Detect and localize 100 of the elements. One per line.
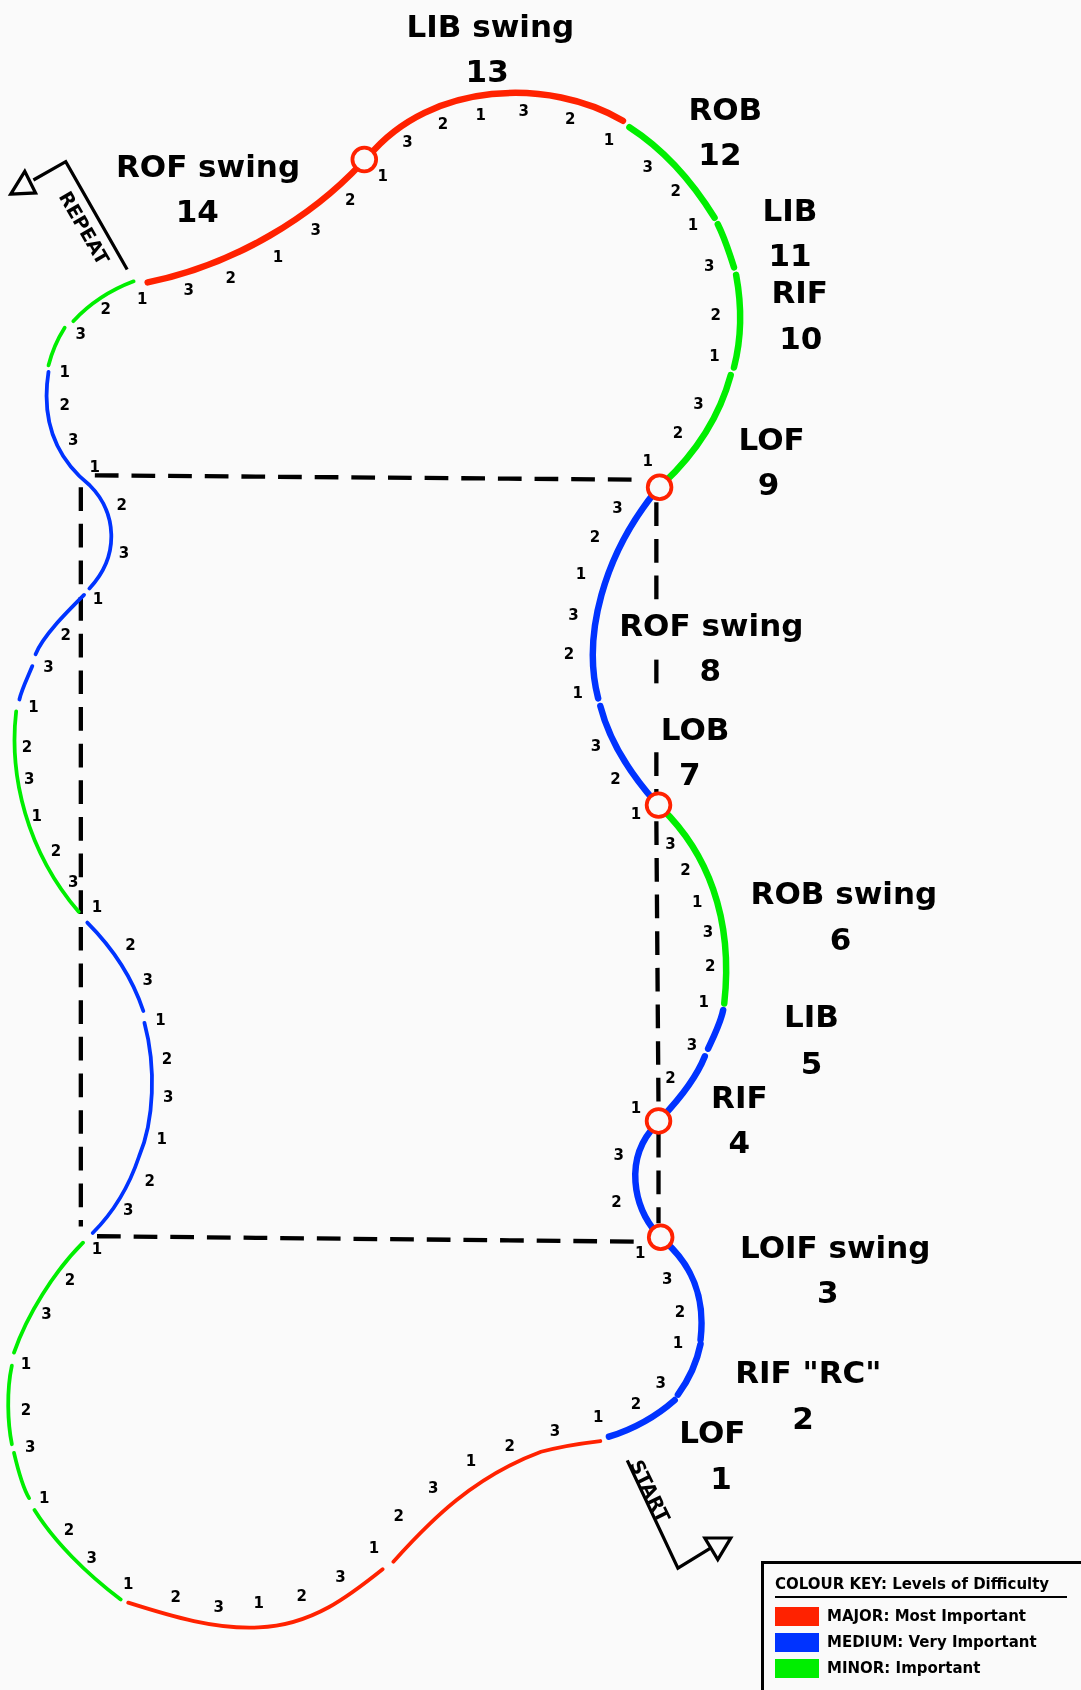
step-count: 1 [465,1453,477,1469]
step-count: 3 [661,1271,673,1287]
step-number: 8 [699,654,721,686]
step-count: 2 [563,646,575,662]
step-count: 2 [64,1272,76,1288]
step-label: LIB [762,194,818,226]
step-number: 2 [792,1402,814,1434]
step-label: ROB [688,93,763,125]
step-count: 2 [611,1194,622,1210]
step-count: 3 [24,1439,36,1455]
step-count: 3 [310,222,321,238]
step-number: 14 [175,195,219,227]
step-count: 1 [672,1335,684,1351]
step-count: 2 [296,1588,307,1604]
step-count: 1 [20,1356,32,1372]
step-count: 3 [118,545,130,561]
step-label: ROB swing [750,877,938,909]
step-number: 10 [779,322,823,354]
step-count: 2 [710,307,721,323]
step-label: LIB swing [406,10,575,42]
step-count: 3 [702,924,714,940]
step-count: 2 [672,425,684,441]
step-count: 3 [68,874,79,890]
step-count: 1 [137,291,148,307]
step-count: 2 [589,529,601,545]
step-count: 2 [125,937,136,953]
step-number: 13 [465,55,509,87]
step-count: 1 [630,806,642,822]
step-count: 1 [642,453,653,469]
step-count: 1 [123,1576,134,1592]
step-count: 3 [642,159,653,175]
step-count: 3 [41,1306,52,1322]
step-count: 3 [568,607,579,623]
step-count: 2 [161,1051,173,1067]
step-count: 2 [670,183,681,199]
step-count: 1 [89,459,101,475]
step-count: 1 [377,168,388,184]
legend-text: MINOR: Important [827,1660,981,1676]
step-count: 1 [698,994,709,1010]
step-count: 2 [21,739,33,755]
step-count: 1 [92,591,104,607]
step-count: 3 [402,134,413,150]
step-count: 3 [518,103,529,119]
legend-text: MAJOR: Most Important [827,1608,1026,1624]
step-count: 2 [564,111,576,127]
step-count: 1 [59,364,70,380]
step-count: 2 [170,1589,181,1605]
step-label: LIB [784,1000,839,1032]
step-count: 1 [592,1409,604,1425]
legend-title: COLOUR KEY: Levels of Difficulty [775,1575,1067,1598]
step-label: ROF swing [619,609,804,641]
step-count: 1 [603,132,615,148]
step-count: 3 [549,1423,561,1439]
step-count: 2 [680,862,691,878]
step-count: 2 [59,397,70,413]
step-count: 2 [630,1396,642,1412]
step-label: LOF [679,1416,746,1448]
step-number: 3 [816,1276,839,1308]
step-count: 1 [572,685,583,701]
step-count: 1 [687,217,699,233]
step-count: 2 [665,1070,676,1086]
step-count: 3 [142,972,153,988]
step-count: 2 [393,1508,404,1524]
step-count: 2 [100,301,111,317]
step-count: 2 [144,1173,155,1189]
step-count: 1 [155,1012,166,1028]
step-count: 3 [655,1375,666,1391]
step-count: 1 [91,899,103,915]
step-label: RIF [771,276,828,308]
step-label: RIF "RC" [735,1356,882,1388]
step-count: 2 [63,1522,75,1538]
step-count: 2 [225,270,236,286]
step-count: 3 [428,1480,439,1496]
step-count: 1 [475,107,486,123]
step-count: 3 [23,771,35,787]
step-count: 3 [86,1550,97,1566]
step-label: RIF [711,1081,768,1113]
step-count: 1 [575,566,587,582]
step-count: 2 [20,1402,32,1418]
step-count: 2 [610,771,621,787]
step-count: 3 [123,1202,134,1218]
step-label: LOF [738,423,805,455]
step-count: 1 [368,1540,380,1556]
step-count: 1 [31,808,42,824]
step-count: 1 [709,348,720,364]
step-count: 3 [183,282,194,298]
step-count: 3 [43,659,54,675]
step-count: 2 [60,627,71,643]
step-count: 3 [693,396,704,412]
step-count: 2 [674,1304,686,1320]
step-count: 2 [50,843,62,859]
step-count: 3 [613,1147,624,1163]
step-count: 3 [213,1599,224,1615]
step-label: ROF swing [115,150,301,182]
step-label: LOIF swing [740,1231,931,1263]
step-count: 2 [705,958,716,974]
step-number: 6 [829,923,852,955]
step-count: 3 [665,836,676,852]
step-count: 1 [630,1100,642,1116]
step-count: 2 [116,497,127,513]
